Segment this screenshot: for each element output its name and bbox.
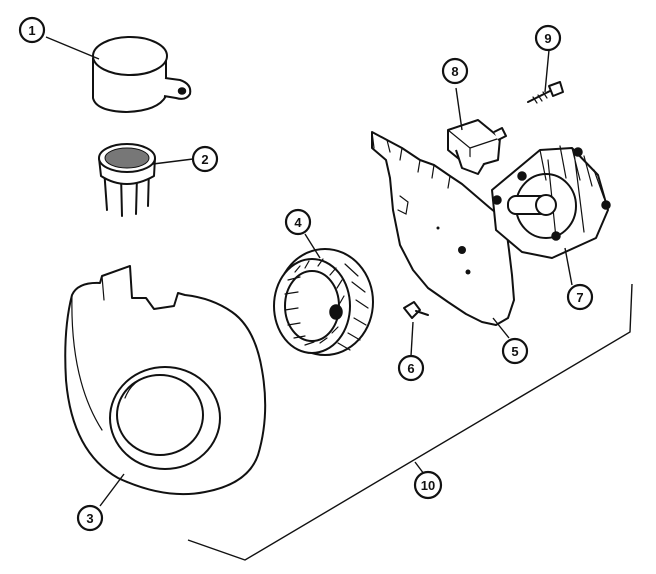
callout-10: 10	[413, 470, 443, 500]
callout-1-label: 1	[28, 23, 35, 38]
callout-10-label: 10	[421, 478, 435, 493]
callout-3-label: 3	[86, 511, 93, 526]
callout-3: 3	[76, 504, 104, 532]
callout-8-label: 8	[451, 64, 458, 79]
leader-lines	[45, 36, 573, 507]
part-8-switch	[447, 119, 507, 175]
callout-7: 7	[566, 283, 594, 311]
part-10-assembly-bracket	[187, 283, 633, 561]
callout-2-label: 2	[201, 152, 208, 167]
callout-5: 5	[501, 337, 529, 365]
part-5-mounting-plate	[371, 131, 515, 326]
part-9-bolt	[527, 81, 564, 104]
callout-6-label: 6	[407, 361, 414, 376]
callout-2: 2	[191, 145, 219, 173]
callout-7-label: 7	[576, 290, 583, 305]
callout-4-label: 4	[294, 215, 302, 230]
callout-4: 4	[284, 208, 312, 236]
callout-9: 9	[534, 24, 562, 52]
part-1-cap	[92, 36, 192, 113]
callout-5-label: 5	[511, 344, 518, 359]
part-4-blower-wheel	[273, 248, 374, 356]
callout-8: 8	[441, 57, 469, 85]
callout-1: 1	[18, 16, 46, 44]
part-2-sensor	[98, 143, 156, 217]
part-7-motor	[491, 145, 611, 259]
callout-6: 6	[397, 354, 425, 382]
part-3-blower-housing	[64, 265, 267, 496]
part-6-screw	[403, 301, 429, 319]
callout-9-label: 9	[544, 31, 551, 46]
